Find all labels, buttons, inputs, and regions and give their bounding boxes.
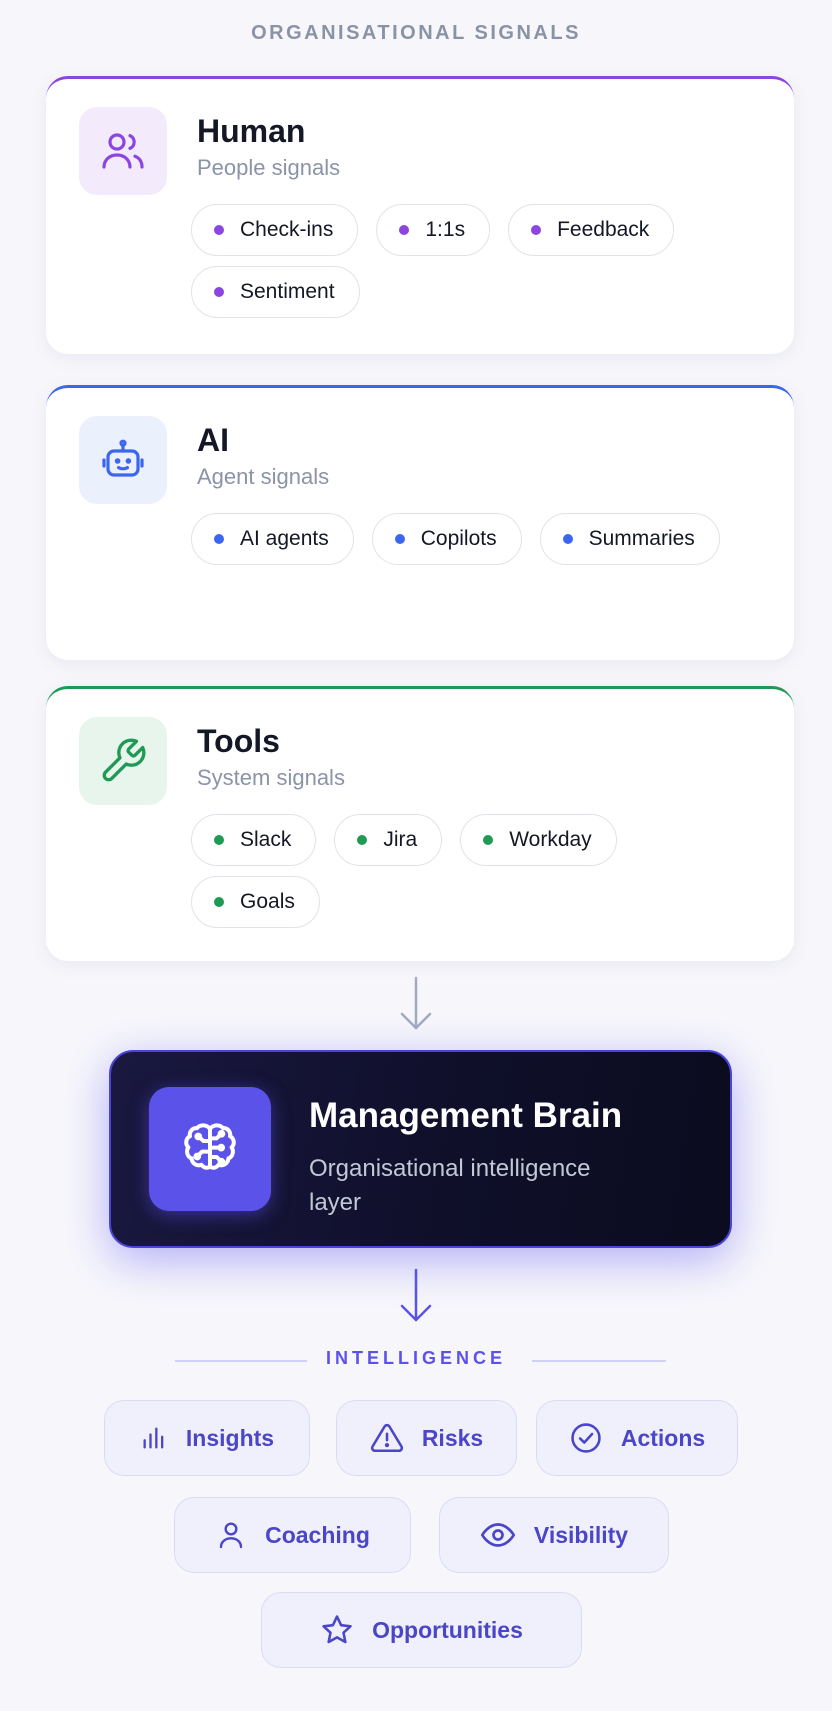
dot bbox=[357, 835, 368, 845]
dot bbox=[214, 225, 224, 235]
dot bbox=[399, 225, 410, 235]
brain-subtitle: Organisational intelligence layer bbox=[309, 1155, 591, 1216]
people-icon bbox=[79, 107, 167, 195]
arrow-down-icon bbox=[400, 1268, 432, 1322]
chip-label: Workday bbox=[509, 828, 592, 851]
output-insights[interactable]: Insights bbox=[104, 1400, 310, 1476]
intelligence-label: INTELLIGENCE bbox=[325, 1348, 506, 1368]
ai-signals-card: AI Agent signals AI agents Copilots Summ… bbox=[46, 385, 794, 660]
chip-ai-agents[interactable]: AI agents bbox=[191, 513, 354, 565]
brain-title: Management Brain bbox=[309, 1096, 623, 1135]
chip-slack[interactable]: Slack bbox=[191, 814, 317, 866]
output-coaching[interactable]: Coaching bbox=[174, 1497, 411, 1573]
chip-1-1s[interactable]: 1:1s bbox=[376, 204, 491, 256]
chip-label: Sentiment bbox=[240, 280, 335, 303]
output-label: Opportunities bbox=[372, 1616, 523, 1643]
output-opportunities[interactable]: Opportunities bbox=[261, 1592, 582, 1668]
dot bbox=[214, 534, 224, 544]
output-label: Actions bbox=[620, 1424, 706, 1451]
divider-line bbox=[175, 1360, 307, 1362]
output-actions[interactable]: Actions bbox=[536, 1400, 738, 1476]
chip-label: Copilots bbox=[420, 527, 497, 550]
chip-workday[interactable]: Workday bbox=[460, 814, 617, 866]
chip-copilots[interactable]: Copilots bbox=[371, 513, 522, 565]
card-subtitle: System signals bbox=[197, 765, 345, 790]
check-circle-icon bbox=[571, 1423, 601, 1453]
output-label: Visibility bbox=[533, 1521, 629, 1548]
dot bbox=[394, 534, 405, 544]
chip-label: Goals bbox=[240, 890, 295, 913]
chip-label: Jira bbox=[383, 828, 418, 851]
brain-icon bbox=[149, 1087, 271, 1211]
wrench-icon bbox=[79, 717, 167, 805]
section-title: ORGANISATIONAL SIGNALS bbox=[251, 22, 581, 44]
card-title: Human bbox=[197, 113, 306, 149]
dot bbox=[214, 287, 224, 297]
chip-feedback[interactable]: Feedback bbox=[508, 204, 675, 256]
output-label: Risks bbox=[421, 1424, 484, 1451]
eye-icon bbox=[480, 1523, 516, 1547]
output-visibility[interactable]: Visibility bbox=[439, 1497, 669, 1573]
tools-signals-card: Tools System signals Slack Jira Workday … bbox=[46, 686, 794, 961]
dot bbox=[214, 835, 224, 845]
chip-goals[interactable]: Goals bbox=[191, 876, 320, 928]
robot-icon bbox=[79, 416, 167, 504]
chip-sentiment[interactable]: Sentiment bbox=[191, 266, 360, 318]
dot bbox=[531, 225, 542, 235]
dot bbox=[562, 534, 573, 544]
warning-icon bbox=[370, 1423, 403, 1453]
card-title: Tools bbox=[197, 723, 280, 759]
card-title: AI bbox=[197, 422, 229, 458]
person-icon bbox=[219, 1522, 243, 1549]
intelligence-divider: INTELLIGENCE bbox=[0, 1348, 832, 1372]
chip-list: AI agents Copilots Summaries bbox=[191, 513, 751, 565]
card-subtitle: Agent signals bbox=[197, 464, 330, 489]
star-icon bbox=[322, 1615, 352, 1644]
chip-label: Feedback bbox=[557, 218, 650, 241]
output-label: Insights bbox=[185, 1424, 275, 1451]
output-risks[interactable]: Risks bbox=[336, 1400, 517, 1476]
dot bbox=[214, 897, 224, 907]
arrow-down-icon bbox=[400, 976, 432, 1030]
dot bbox=[483, 835, 494, 845]
output-label: Coaching bbox=[265, 1521, 370, 1548]
chip-check-ins[interactable]: Check-ins bbox=[191, 204, 359, 256]
bar-chart-icon bbox=[143, 1427, 164, 1449]
management-brain-card: Management Brain Organisational intellig… bbox=[109, 1050, 732, 1248]
card-subtitle: People signals bbox=[197, 155, 341, 180]
chip-label: Check-ins bbox=[240, 218, 334, 241]
chip-list: Check-ins 1:1s Feedback Sentiment bbox=[191, 204, 751, 318]
chip-label: Summaries bbox=[588, 527, 695, 550]
chip-summaries[interactable]: Summaries bbox=[539, 513, 720, 565]
chip-list: Slack Jira Workday Goals bbox=[191, 814, 751, 928]
chip-label: Slack bbox=[240, 828, 292, 851]
chip-label: 1:1s bbox=[425, 218, 466, 241]
chip-jira[interactable]: Jira bbox=[334, 814, 443, 866]
divider-line bbox=[532, 1360, 666, 1362]
human-signals-card: Human People signals Check-ins 1:1s Feed… bbox=[46, 76, 794, 354]
chip-label: AI agents bbox=[240, 527, 329, 550]
